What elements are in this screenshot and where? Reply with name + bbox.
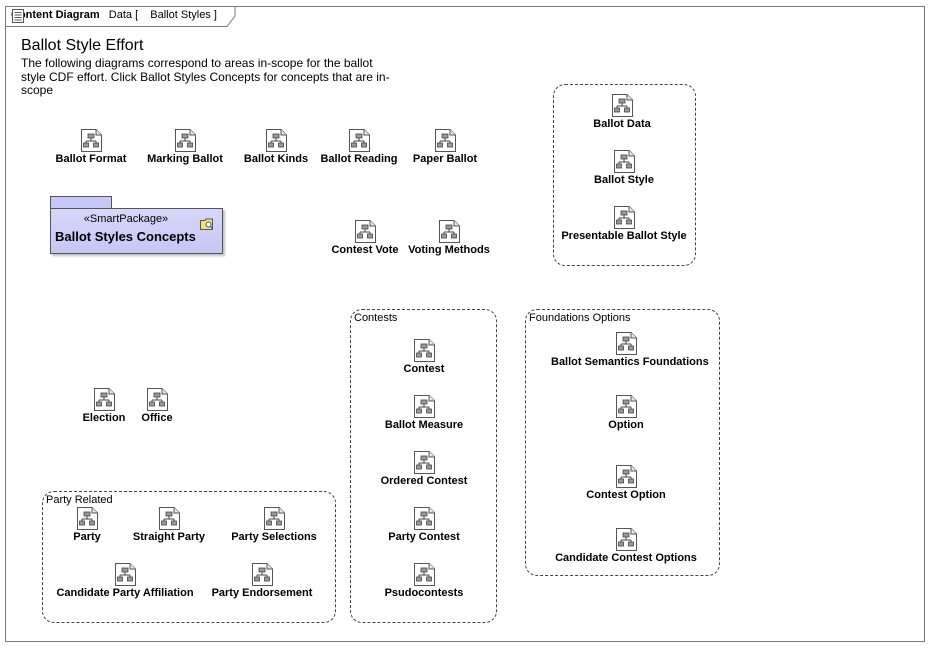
diagram-label: Straight Party <box>132 531 206 543</box>
diagram-icon <box>611 94 634 117</box>
diagram-party[interactable]: Party <box>12 507 162 543</box>
diagram-contest-option[interactable]: Contest Option <box>551 465 701 501</box>
diagram-psudocontests[interactable]: Psudocontests <box>349 563 499 599</box>
diagram-icon <box>354 220 377 243</box>
diagram-label: Contest <box>403 363 445 375</box>
diagram-icon <box>413 339 436 362</box>
diagram-label: Candidate Party Affiliation <box>56 587 194 599</box>
diagram-label: Party Selections <box>231 531 317 543</box>
diagram-frame <box>5 6 925 642</box>
diagram-icon <box>615 395 638 418</box>
diagram-label: Contest Vote <box>331 244 399 256</box>
frame-header-tab: Content Diagram Data [ Ballot Styles ] <box>5 6 236 27</box>
description-text: The following diagrams correspond to are… <box>21 56 390 97</box>
diagram-candidate-contest-options[interactable]: Candidate Contest Options <box>551 528 701 564</box>
diagram-label: Ballot Data <box>593 118 651 130</box>
diagram-party-endorsement[interactable]: Party Endorsement <box>187 563 337 599</box>
diagram-owner: Data [ <box>108 9 139 21</box>
diagram-label: Ballot Style <box>594 174 654 186</box>
diagram-ballot-kinds[interactable]: Ballot Kinds <box>201 129 351 165</box>
diagram-icon <box>80 129 103 152</box>
group-label-foundations: Foundations Options <box>529 312 631 324</box>
diagram-icon <box>613 206 636 229</box>
diagram-label: Party Endorsement <box>211 587 313 599</box>
diagram-icon <box>613 150 636 173</box>
diagram-presentable-ballot-style[interactable]: Presentable Ballot Style <box>549 206 699 242</box>
smart-package-icon <box>200 217 214 235</box>
diagram-icon <box>413 451 436 474</box>
diagram-ballot-semantics-foundations[interactable]: Ballot Semantics Foundations <box>551 332 709 368</box>
diagram-ballot-style[interactable]: Ballot Style <box>549 150 699 186</box>
diagram-election[interactable]: Election <box>29 388 179 424</box>
diagram-icon <box>413 395 436 418</box>
diagram-icon <box>413 507 436 530</box>
diagram-label: Psudocontests <box>384 587 464 599</box>
diagram-party-selections[interactable]: Party Selections <box>199 507 349 543</box>
diagram-icon <box>93 388 116 411</box>
diagram-label: Party Contest <box>388 531 460 543</box>
diagram-contest[interactable]: Contest <box>349 339 499 375</box>
diagram-label: Option <box>608 419 644 431</box>
diagram-label: Ballot Semantics Foundations <box>551 356 709 368</box>
diagram-party-contest[interactable]: Party Contest <box>349 507 499 543</box>
diagram-ballot-measure[interactable]: Ballot Measure <box>349 395 499 431</box>
diagram-icon <box>348 129 371 152</box>
diagram-icon <box>615 528 638 551</box>
diagram-label: Ballot Kinds <box>243 153 309 165</box>
diagram-label: Voting Methods <box>408 244 490 256</box>
diagram-contest-vote[interactable]: Contest Vote <box>290 220 440 256</box>
package-stereotype: «SmartPackage» <box>83 213 169 225</box>
diagram-path-close: ] <box>213 9 217 21</box>
group-ballot <box>553 84 696 266</box>
diagram-icon <box>251 563 274 586</box>
group-party: Party Related <box>42 491 336 623</box>
diagram-icon <box>146 388 169 411</box>
diagram-label: Ballot Reading <box>320 153 398 165</box>
diagram-label: Ballot Format <box>55 153 127 165</box>
diagram-office[interactable]: Office <box>82 388 232 424</box>
diagram-icon <box>114 563 137 586</box>
diagram-label: Party <box>73 531 101 543</box>
group-label-party: Party Related <box>46 494 113 506</box>
diagram-label: Election <box>82 412 126 424</box>
diagram-icon <box>615 465 638 488</box>
diagram-marking-ballot[interactable]: Marking Ballot <box>110 129 260 165</box>
diagram-icon <box>413 563 436 586</box>
package-name: Ballot Styles Concepts <box>55 229 196 244</box>
page-title: Ballot Style Effort <box>21 37 144 54</box>
diagram-name: Ballot Styles <box>150 9 211 21</box>
diagram-label: Marking Ballot <box>147 153 223 165</box>
diagram-label: Ordered Contest <box>380 475 468 487</box>
diagram-candidate-party-affiliation[interactable]: Candidate Party Affiliation <box>50 563 200 599</box>
diagram-label: Office <box>141 412 173 424</box>
diagram-ordered-contest[interactable]: Ordered Contest <box>349 451 499 487</box>
diagram-icon <box>174 129 197 152</box>
diagram-ballot-data[interactable]: Ballot Data <box>547 94 697 130</box>
diagram-icon <box>615 332 638 355</box>
diagram-ballot-reading[interactable]: Ballot Reading <box>284 129 434 165</box>
diagram-icon <box>438 220 461 243</box>
diagram-label: Presentable Ballot Style <box>561 230 687 242</box>
diagram-label: Candidate Contest Options <box>555 552 697 564</box>
diagram-icon <box>158 507 181 530</box>
group-contests: Contests <box>350 309 497 623</box>
diagram-paper-ballot[interactable]: Paper Ballot <box>370 129 520 165</box>
diagram-label: Contest Option <box>586 489 666 501</box>
diagram-kind: Content Diagram <box>11 9 100 21</box>
diagram-straight-party[interactable]: Straight Party <box>94 507 244 543</box>
group-foundations: Foundations Options <box>525 309 720 576</box>
diagram-option[interactable]: Option <box>551 395 701 431</box>
diagram-label: Ballot Measure <box>384 419 464 431</box>
diagram-label: Paper Ballot <box>412 153 478 165</box>
diagram-icon <box>434 129 457 152</box>
diagram-voting-methods[interactable]: Voting Methods <box>374 220 524 256</box>
diagram-ballot-format[interactable]: Ballot Format <box>16 129 166 165</box>
diagram-icon <box>76 507 99 530</box>
diagram-icon <box>265 129 288 152</box>
group-label-contests: Contests <box>354 312 398 324</box>
diagram-icon <box>263 507 286 530</box>
